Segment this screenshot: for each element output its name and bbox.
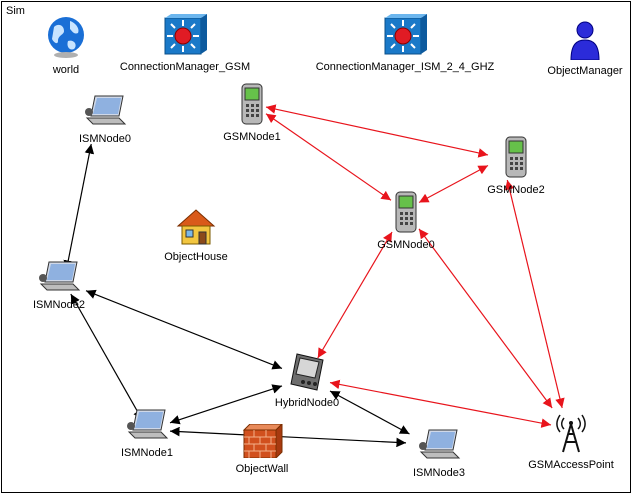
node-connection-manager-gsm[interactable]: ConnectionManager_GSM — [110, 14, 260, 73]
node-label: GSMNode1 — [223, 131, 281, 143]
node-ismnode2[interactable]: ISMNode2 — [24, 260, 94, 311]
connection-gsmnode2-gsm_access_point — [504, 179, 565, 409]
brick-wall-icon — [242, 422, 284, 460]
node-label: HybridNode0 — [274, 397, 340, 409]
connection-gsmnode1-gsmnode2 — [265, 104, 489, 158]
node-label: ObjectManager — [547, 65, 623, 77]
node-ismnode1[interactable]: ISMNode1 — [112, 408, 182, 459]
connection-ismnode1-ismnode3 — [169, 426, 407, 448]
node-gsmnode1[interactable]: GSMNode1 — [212, 82, 292, 143]
connection-hybridnode0-gsm_access_point — [329, 379, 552, 428]
antenna-tower-icon — [556, 414, 586, 453]
frame-title: Sim — [6, 5, 25, 17]
connection-gsmnode0-gsm_access_point — [418, 228, 553, 409]
node-object-manager[interactable]: ObjectManager — [540, 20, 630, 77]
node-label: GSMNode0 — [377, 239, 435, 251]
node-ismnode0[interactable]: ISMNode0 — [70, 94, 140, 145]
connection-ismnode2-hybridnode0 — [85, 289, 283, 370]
node-label: ObjectWall — [235, 463, 289, 475]
node-gsmnode2[interactable]: GSMNode2 — [476, 135, 556, 196]
mobile-phone-icon — [505, 136, 527, 178]
connection-gsmnode2-gsmnode0 — [418, 164, 489, 204]
connection-ismnode0-ismnode2 — [63, 143, 95, 271]
pda-icon — [290, 353, 324, 391]
connection-gsmnode1-gsmnode0 — [265, 113, 392, 201]
node-gsmnode0[interactable]: GSMNode0 — [366, 190, 446, 251]
node-label: GSMNode2 — [487, 184, 545, 196]
node-label: ConnectionManager_ISM_2_4_GHZ — [315, 61, 495, 73]
node-ismnode3[interactable]: ISMNode3 — [404, 428, 474, 479]
node-object-wall[interactable]: ObjectWall — [222, 422, 302, 475]
connection-gsmnode0-hybridnode0 — [317, 231, 393, 359]
laptop-icon — [85, 95, 127, 125]
node-label: ISMNode0 — [79, 133, 131, 145]
connection-manager-icon — [384, 14, 427, 55]
node-label: ISMNode2 — [33, 299, 85, 311]
connection-manager-icon — [164, 14, 207, 55]
node-label: world — [52, 64, 80, 76]
node-hybridnode0[interactable]: HybridNode0 — [264, 352, 350, 409]
node-label: ISMNode1 — [121, 447, 173, 459]
globe-icon — [48, 17, 84, 58]
connection-ismnode2-ismnode1 — [70, 293, 143, 421]
node-connection-manager-ism[interactable]: ConnectionManager_ISM_2_4_GHZ — [298, 14, 512, 73]
person-icon — [570, 21, 600, 61]
node-gsm-access-point[interactable]: GSMAccessPoint — [516, 414, 626, 471]
node-object-house[interactable]: ObjectHouse — [156, 208, 236, 263]
house-icon — [176, 209, 216, 245]
node-label: ConnectionManager_GSM — [119, 61, 251, 73]
mobile-phone-icon — [395, 191, 417, 233]
node-label: GSMAccessPoint — [528, 459, 614, 471]
mobile-phone-icon — [241, 83, 263, 125]
connection-hybridnode0-ismnode1 — [169, 384, 283, 425]
laptop-icon — [419, 429, 461, 459]
node-world[interactable]: world — [38, 15, 94, 76]
laptop-icon — [127, 409, 169, 439]
laptop-icon — [39, 261, 81, 291]
node-label: ObjectHouse — [164, 251, 228, 263]
node-label: ISMNode3 — [413, 467, 465, 479]
